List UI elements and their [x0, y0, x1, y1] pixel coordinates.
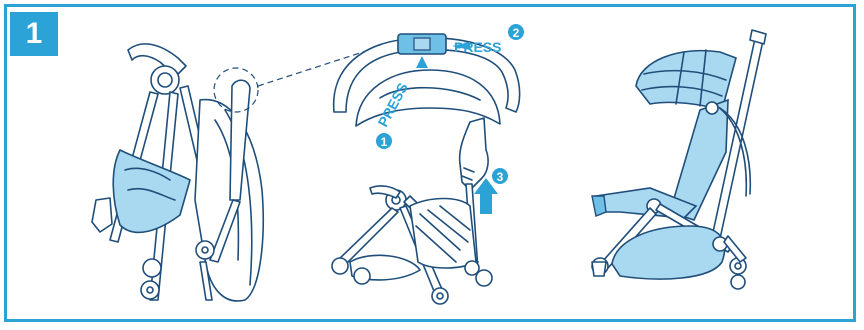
callout-number-1: 1 [381, 135, 388, 149]
handle-latch-detail: PRESS PRESS 2 1 [334, 24, 524, 149]
callout-number-3: 3 [497, 170, 504, 184]
opened-stroller-figure [592, 30, 766, 289]
press-label-2: PRESS [454, 39, 501, 55]
callout-number-2: 2 [513, 26, 520, 40]
unfolding-stroller-figure: 3 [332, 118, 508, 304]
